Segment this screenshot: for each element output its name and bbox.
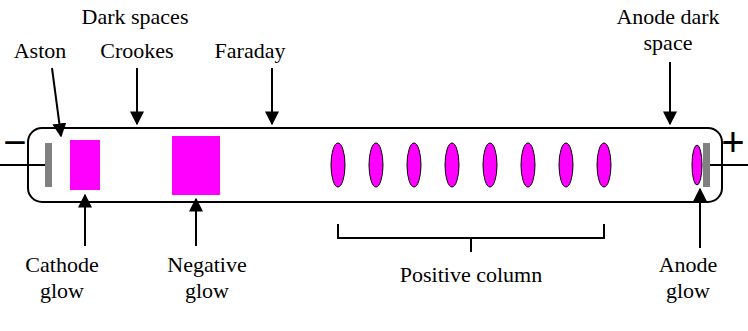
positive-column-label: Positive column	[371, 262, 571, 288]
crookes-label: Crookes	[92, 38, 182, 64]
faraday-label: Faraday	[205, 38, 295, 64]
cathode-glow-label: Cathode glow	[17, 252, 107, 305]
striations	[331, 143, 611, 187]
glass-tube	[28, 128, 722, 202]
aston-label: Aston	[5, 38, 75, 64]
anode-dark-space-label: Anode dark space	[613, 4, 723, 57]
dark-spaces-heading: Dark spaces	[60, 4, 210, 30]
anode-sign: +	[721, 122, 745, 162]
leader-arrows	[52, 62, 700, 248]
cathode-electrode	[45, 143, 52, 187]
anode-glow-region	[692, 145, 702, 185]
cathode-wire	[0, 164, 45, 166]
anode-wire	[710, 164, 748, 166]
negative-glow-label: Negative glow	[157, 252, 257, 305]
anode-electrode	[703, 143, 710, 187]
anode-glow-label: Anode glow	[652, 252, 724, 305]
positive-column-bracket	[338, 224, 604, 252]
cathode-sign: −	[3, 122, 27, 162]
cathode-glow-region	[70, 140, 100, 190]
negative-glow-region	[172, 136, 220, 195]
